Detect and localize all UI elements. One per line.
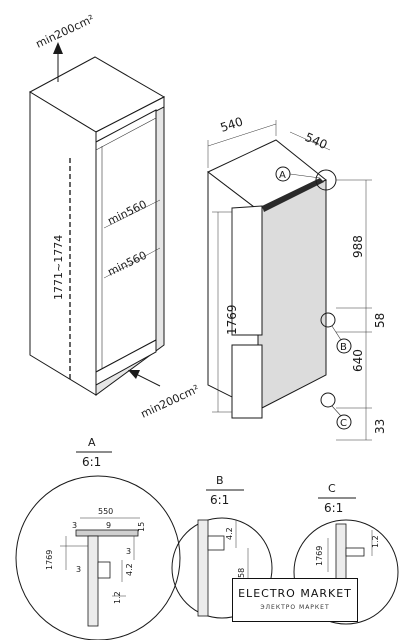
detail-b-header: B 6:1 [206,474,244,507]
brand-watermark: ELECTRO MARKET ЭЛЕКТРО МАРКЕТ [232,578,358,622]
detail-c-scale: 6:1 [324,501,343,515]
detail-a-scale: 6:1 [82,455,101,469]
niche-height-label: 1771~1774 [52,235,65,300]
niche-top-lip [95,96,165,143]
niche-opening [95,109,157,373]
niche-plinth [95,339,157,386]
detail-a-dim-1769: 1769 [45,550,54,570]
detail-a-dim-3a: 3 [72,521,77,530]
brand-name: ELECTRO MARKET [238,587,352,600]
detail-a-rail [75,529,139,537]
detail-b-scale: 6:1 [210,493,229,507]
niche-cabinet [28,42,166,396]
detail-a-panel [87,535,99,627]
detail-a-dim-12: 1.2 [113,591,122,604]
detail-a-header: A 6:1 [76,436,112,469]
detail-c-circle [293,519,399,625]
detail-c-dim-12: 1.2 [371,535,380,548]
detail-b-dim-42: 4.2 [225,527,234,540]
detail-a-dim-550: 550 [98,507,113,516]
detail-c-view [293,519,399,625]
bottom-airflow-label: min200cm² [139,382,202,420]
up-arrow-icon [53,42,63,54]
detail-a-letter: A [88,436,96,449]
marker-a-label: A [279,170,286,181]
appliance-drawing [207,120,372,441]
detail-c-letter: C [328,482,336,495]
detail-a-hinge [97,561,111,579]
detail-a-dim-9: 9 [106,521,111,530]
detail-b-letter: B [216,474,224,487]
detail-c-header: C 6:1 [318,482,356,515]
marker-c-label: C [340,418,347,429]
top-rail [262,178,324,212]
brand-subtitle: ЭЛЕКТРО МАРКЕТ [260,604,330,611]
marker-b-label: B [340,342,347,353]
total-height-label: 1769 [225,304,239,335]
top-airflow-label: min200cm² [34,12,97,50]
marker-c-circle [336,414,352,430]
detail-c-panel [335,523,347,585]
detail-c-dim-1769: 1769 [315,546,324,566]
detail-b-circle [171,517,273,619]
width-label: 540 [219,114,245,134]
detail-a-dim-15: 15 [137,522,146,532]
detail-a-dim-3b: 3 [76,565,81,574]
upper-height-label: 988 [351,235,365,258]
lower-height-label: 640 [351,349,365,372]
air-arrow-icon [128,370,140,379]
depth-label: 540 [303,130,330,152]
appliance-side-face [257,179,327,411]
lower-door [231,344,263,419]
hinge-c-circle [320,392,336,408]
marker-b-circle [336,338,352,354]
detail-b-hinge [207,535,225,551]
detail-a-dim-42: 4.2 [125,563,134,576]
detail-b-dim-58: 58 [237,568,246,578]
detail-a-view [15,475,181,641]
gap-label: 58 [373,313,387,328]
detail-c-hinge [345,547,365,557]
bottom-gap-label: 33 [373,419,387,434]
detail-b-panel [197,519,209,617]
hinge-b-circle [320,312,336,328]
detail-a-dim-3c: 3 [126,547,131,556]
